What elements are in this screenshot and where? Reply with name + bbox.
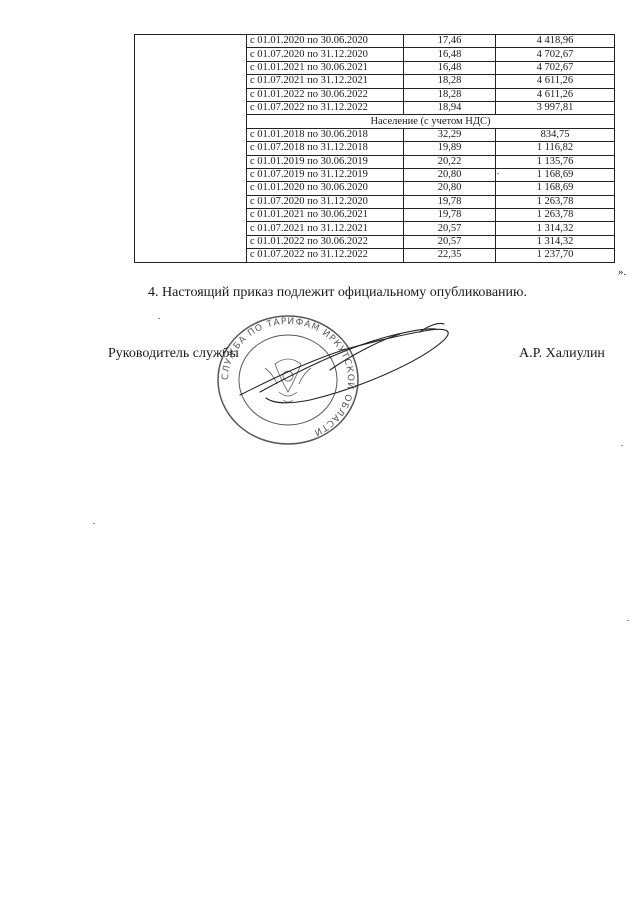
tariff-value-cell: 1 135,76 (495, 154, 615, 169)
tariff-value-cell: 19,78 (403, 194, 496, 210)
period-cell: с 01.07.2020 по 31.12.2020 (246, 194, 404, 210)
tariff-value-cell: 834,75 (495, 127, 615, 143)
tariff-value-cell: 16,48 (403, 60, 496, 76)
tariff-value-cell: 3 997,81 (495, 100, 615, 116)
period-cell: с 01.07.2018 по 31.12.2018 (246, 141, 404, 156)
tariff-value-cell: 4 702,67 (495, 60, 615, 76)
tariff-value-cell: 4 418,96 (495, 33, 615, 49)
handwritten-signature-icon (239, 322, 449, 404)
tariff-value-cell: 20,57 (403, 221, 496, 236)
tariff-value-cell: 18,28 (403, 87, 496, 102)
tariff-value-cell: 4 611,26 (495, 87, 615, 102)
period-cell: с 01.01.2019 по 30.06.2019 (246, 154, 404, 169)
tariff-value-cell: 1 263,78 (495, 208, 615, 223)
tariff-value-cell: 20,22 (403, 154, 496, 169)
period-cell: с 01.07.2021 по 31.12.2021 (246, 74, 404, 89)
period-cell: с 01.01.2022 по 30.06.2022 (246, 87, 404, 102)
period-cell: с 01.07.2022 по 31.12.2022 (246, 248, 404, 263)
section-title: Население (с учетом НДС) (246, 114, 615, 129)
tariff-value-cell: 20,80 (403, 181, 496, 196)
tariff-value-cell: 20,80 (403, 167, 496, 183)
tariff-value-cell: 18,94 (403, 100, 496, 116)
tariff-value-cell: 4 611,26 (495, 74, 615, 89)
period-cell: с 01.07.2021 по 31.12.2021 (246, 221, 404, 236)
period-cell: с 01.01.2021 по 30.06.2021 (246, 60, 404, 76)
tariff-value-cell: 17,46 (403, 33, 496, 49)
tariff-value-cell: 20,57 (403, 234, 496, 250)
tariff-value-cell: 19,89 (403, 141, 496, 156)
category-cell (134, 34, 247, 263)
tariff-value-cell: 1 168,69 (495, 181, 615, 196)
scan-speck (93, 523, 95, 524)
tariff-value-cell: 18,28 (403, 74, 496, 89)
period-cell: с 01.01.2020 по 30.06.2020 (246, 33, 404, 49)
tariff-value-cell: 16,48 (403, 47, 496, 62)
tariff-value-cell: 1 314,32 (495, 221, 615, 236)
paragraph-4: 4. Настоящий приказ подлежит официальном… (148, 285, 527, 300)
scan-speck (627, 620, 629, 621)
period-cell: с 01.01.2018 по 30.06.2018 (246, 127, 404, 143)
period-cell: с 01.07.2022 по 31.12.2022 (246, 100, 404, 116)
signer-name: А.Р. Халиулин (519, 346, 605, 361)
tariff-value-cell: 4 702,67 (495, 47, 615, 62)
period-cell: с 01.01.2022 по 30.06.2022 (246, 234, 404, 250)
scan-speck (497, 173, 499, 174)
section-row: Население (с учетом НДС) (135, 114, 615, 129)
period-cell: с 01.07.2020 по 31.12.2020 (246, 47, 404, 62)
tariff-value-cell: 1 314,32 (495, 234, 615, 250)
tariff-value-cell: 1 168,69 (495, 167, 615, 183)
tariff-value-cell: 19,78 (403, 208, 496, 223)
tariff-value-cell: 1 263,78 (495, 194, 615, 210)
period-cell: с 01.01.2020 по 30.06.2020 (246, 181, 404, 196)
period-cell: с 01.07.2019 по 31.12.2019 (246, 167, 404, 183)
signer-title: Руководитель службы (108, 346, 239, 361)
eagle-emblem-icon (264, 358, 312, 403)
tariff-value-cell: 1 237,70 (495, 248, 615, 263)
closing-quote: ». (618, 266, 627, 278)
period-cell: с 01.01.2021 по 30.06.2021 (246, 208, 404, 223)
tariff-value-cell: 32,29 (403, 127, 496, 143)
scan-speck (158, 318, 160, 319)
tariff-value-cell: 22,35 (403, 248, 496, 263)
scan-speck (621, 445, 623, 446)
tariff-value-cell: 1 116,82 (495, 141, 615, 156)
